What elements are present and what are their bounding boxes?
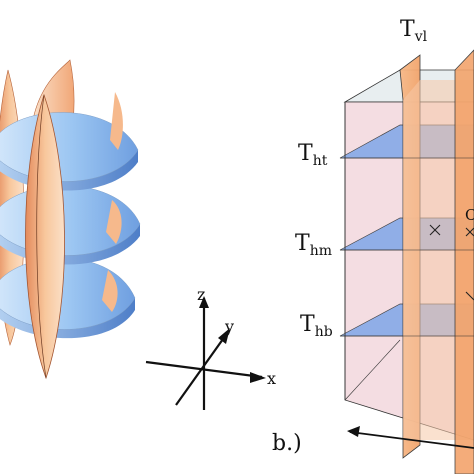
coordinate-axes bbox=[145, 296, 266, 410]
bottom-x-arrowhead bbox=[347, 426, 360, 437]
point-markers bbox=[429, 224, 474, 301]
orange-tab-2 bbox=[106, 200, 122, 244]
y-axis-label: y bbox=[224, 317, 234, 336]
svg-text:Thb: Thb bbox=[300, 312, 333, 340]
orange-tab-3 bbox=[102, 270, 118, 312]
x-axis bbox=[145, 360, 263, 379]
z-axis-arrowhead bbox=[199, 296, 209, 308]
panel-a-disks-sheets bbox=[0, 59, 141, 380]
plane-label-hb: Thb bbox=[300, 312, 333, 340]
svg-text:Tvl: Tvl bbox=[400, 17, 428, 45]
svg-text:Tht: Tht bbox=[298, 141, 328, 169]
svg-text:Thm: Thm bbox=[295, 231, 332, 259]
panel-b-label: b.) bbox=[272, 431, 302, 456]
orange-sheet-front-highlight bbox=[36, 94, 47, 379]
x-axis-label: x bbox=[267, 369, 276, 388]
y-axis-arrowhead bbox=[218, 328, 230, 344]
plane-label-vl: Tvl bbox=[400, 17, 428, 45]
plane-label-ht: Tht bbox=[298, 141, 328, 169]
plane-label-hm: Thm bbox=[295, 231, 332, 259]
box-diagonal bbox=[344, 339, 401, 401]
x-axis-arrowhead bbox=[250, 372, 266, 383]
vertical-plane-right bbox=[454, 49, 474, 474]
z-axis-label: z bbox=[197, 285, 205, 304]
point-label-partial: C bbox=[465, 206, 474, 224]
bottom-x-arrow bbox=[349, 431, 474, 449]
panel-b-box: C bbox=[339, 49, 474, 474]
y-axis bbox=[175, 331, 229, 406]
orange-tab-1 bbox=[110, 92, 123, 150]
